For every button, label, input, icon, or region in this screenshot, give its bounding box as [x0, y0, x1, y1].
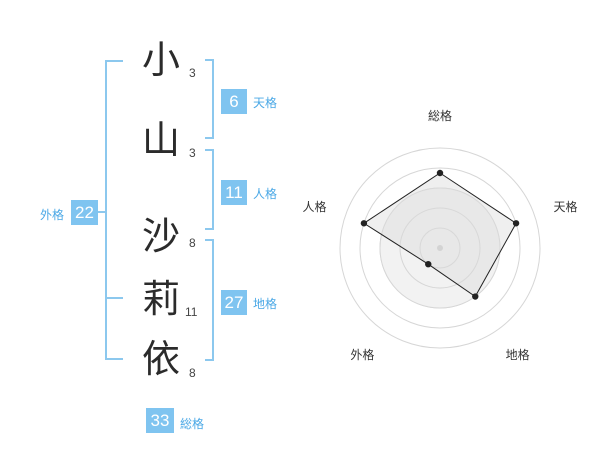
tenkaku-badge: 6	[221, 89, 247, 114]
radar-data-polygon	[362, 172, 517, 298]
radar-point-5	[360, 220, 368, 227]
radar-axis-label-5: 人格	[302, 199, 326, 214]
jinkaku-badge: 11	[221, 180, 247, 205]
soukaku-badge: 33	[146, 408, 174, 433]
tenkaku-bracket-top	[205, 59, 214, 61]
chikaku-bracket-top	[205, 239, 214, 241]
radar-ring-inner-2	[399, 207, 481, 289]
gaikaku-label: 外格	[40, 208, 65, 222]
tenkaku-label: 天格	[253, 96, 278, 110]
soukaku-label: 総格	[180, 417, 205, 431]
kanji-char-3: 沙	[141, 214, 180, 258]
radar-point-3	[472, 293, 479, 300]
gaikaku-connector	[97, 211, 107, 213]
kanji-char-1: 小	[141, 38, 180, 82]
radar-ring-2	[359, 167, 521, 329]
radar-axis-label-2: 天格	[554, 199, 578, 214]
gaikaku-bracket-top	[105, 60, 123, 62]
kanji-char-4: 莉	[141, 277, 180, 321]
gaikaku-badge: 22	[71, 200, 98, 225]
stroke-count-3: 8	[189, 236, 196, 250]
chikaku-label: 地格	[253, 297, 278, 311]
radar-ring-inner-3	[419, 227, 461, 269]
stroke-count-2: 3	[189, 146, 196, 160]
chikaku-bracket-vertical	[212, 239, 214, 361]
jinkaku-label: 人格	[253, 187, 278, 201]
radar-axis-label-1: 総格	[428, 108, 452, 123]
stroke-count-4: 11	[185, 305, 198, 319]
radar-center-dot	[437, 245, 443, 251]
gaikaku-bracket-mid	[105, 297, 123, 299]
kanji-char-2: 山	[141, 118, 180, 162]
radar-point-4	[425, 260, 432, 268]
radar-axis-label-4: 外格	[350, 347, 374, 362]
gaikaku-bracket-vertical	[105, 60, 107, 360]
tenkaku-bracket-vertical	[212, 59, 214, 139]
jinkaku-bracket-top	[205, 149, 214, 151]
chikaku-bracket-bottom	[205, 359, 214, 361]
tenkaku-bracket-bottom	[205, 137, 214, 139]
kanji-char-5: 依	[141, 337, 180, 381]
radar-point-2	[512, 220, 520, 227]
jinkaku-bracket-vertical	[212, 149, 214, 230]
chikaku-badge: 27	[221, 290, 247, 315]
stroke-count-5: 8	[189, 366, 196, 380]
radar-ring-1	[339, 147, 541, 349]
radar-axis-label-3: 地格	[506, 347, 530, 362]
jinkaku-bracket-bottom	[205, 228, 214, 230]
stroke-count-1: 3	[189, 66, 196, 80]
radar-point-1	[436, 169, 444, 177]
gaikaku-bracket-bottom	[105, 358, 123, 360]
